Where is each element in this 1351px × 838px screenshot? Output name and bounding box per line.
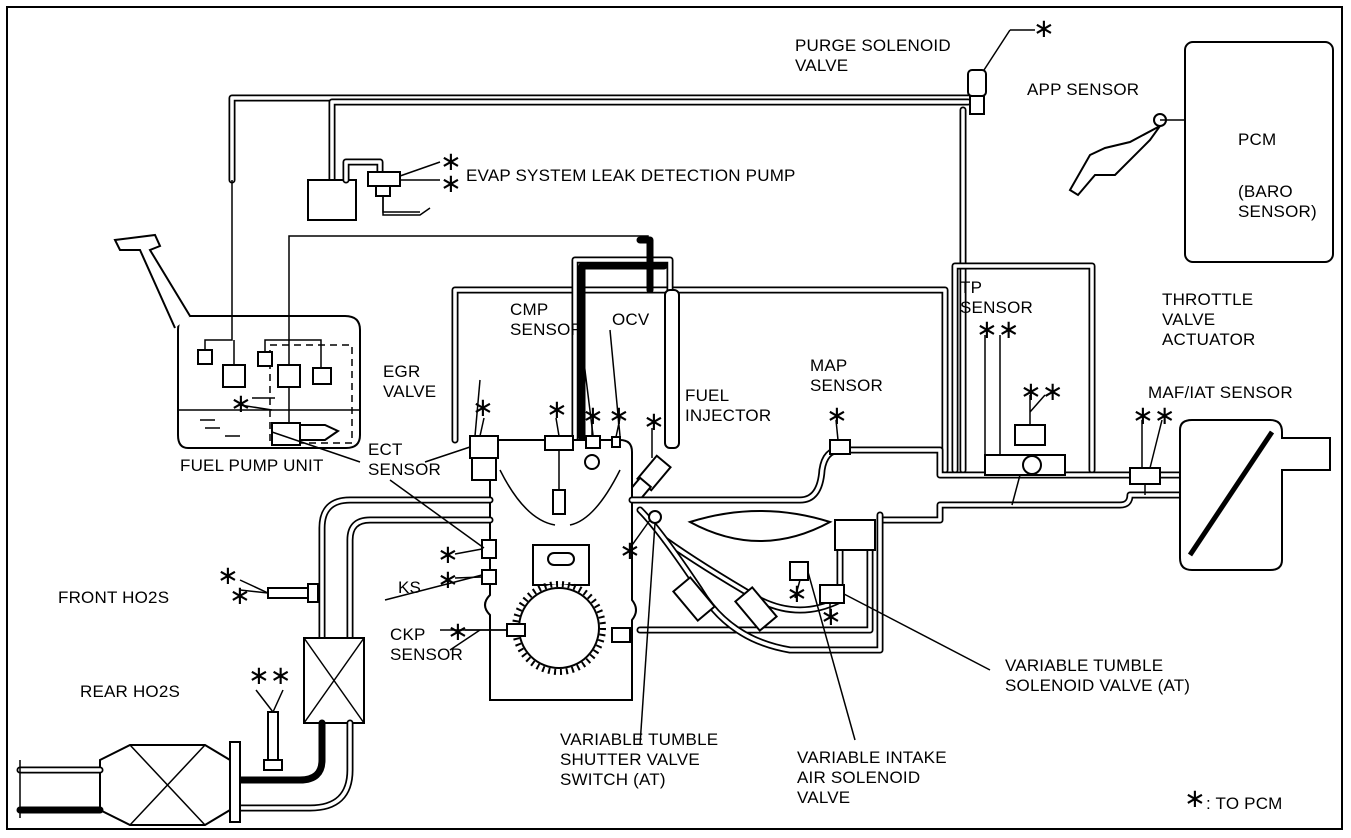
- evap-leak-detection-pump: [367, 171, 401, 187]
- to-pcm-marker-ckp: ∗: [447, 616, 469, 646]
- cmp-sensor-label: CMP SENSOR: [510, 300, 583, 339]
- to-pcm-marker-ocv-2: ∗: [608, 400, 630, 430]
- purge-line: [228, 94, 974, 474]
- fuel-injector-rail: [664, 289, 680, 449]
- charcoal-canister: [307, 179, 357, 221]
- purge-solenoid-valve-label: PURGE SOLENOID VALVE: [795, 36, 951, 75]
- pcm-box: [1184, 41, 1334, 263]
- throttle-valve-actuator-label: THROTTLE VALVE ACTUATOR: [1162, 290, 1256, 349]
- to-pcm-marker-rear-ho2s: ∗∗: [248, 660, 292, 690]
- to-pcm-marker-throttle: ∗∗: [1020, 376, 1064, 406]
- to-pcm-marker-front-ho2s-1: ∗: [217, 560, 239, 590]
- front-ho2s: [267, 587, 309, 599]
- legend-text: : TO PCM: [1206, 794, 1283, 813]
- rear-ho2s: [267, 711, 279, 761]
- knock-sensor: [481, 569, 497, 585]
- baro-sensor-label: (BARO SENSOR): [1238, 182, 1317, 221]
- map-sensor-label: MAP SENSOR: [810, 356, 883, 395]
- pcm-label: PCM: [1238, 130, 1277, 149]
- ect-sensor-label: ECT SENSOR: [368, 440, 441, 479]
- to-pcm-marker-ocv-1: ∗: [582, 400, 604, 430]
- egr-valve: [469, 435, 499, 459]
- variable-tumble-solenoid-valve-label: VARIABLE TUMBLE SOLENOID VALVE (AT): [1005, 656, 1191, 695]
- to-pcm-marker-ks: ∗: [437, 564, 459, 594]
- front-ho2s-label: FRONT HO2S: [58, 588, 170, 607]
- rear-ho2s-label: REAR HO2S: [80, 682, 181, 701]
- purge-solenoid-valve: [967, 69, 987, 97]
- throttle-actuator: [1014, 424, 1046, 446]
- to-pcm-marker-evap-2: ∗: [440, 168, 462, 198]
- app-sensor-label: APP SENSOR: [1027, 80, 1140, 99]
- ks-label: KS: [398, 578, 422, 597]
- to-pcm-marker-tp: ∗∗: [976, 314, 1020, 344]
- map-sensor: [829, 439, 851, 455]
- legend: ∗: TO PCM: [1184, 785, 1283, 813]
- ocv-label: OCV: [612, 310, 650, 329]
- to-pcm-marker-front-ho2s-2: ∗: [229, 580, 251, 610]
- catalytic-converter: [99, 744, 231, 826]
- vt-actuator-1: [671, 575, 717, 623]
- to-pcm-marker-cmp: ∗: [546, 394, 568, 424]
- diagram-frame: [6, 6, 1343, 830]
- to-pcm-marker-vt-shutter: ∗: [619, 535, 641, 565]
- ect-sensor: [481, 539, 497, 559]
- vt-shutter-switch: [648, 510, 662, 524]
- to-pcm-marker-ect: ∗: [437, 539, 459, 569]
- leader-lines: [239, 329, 1163, 746]
- fuel-injector-label: FUEL INJECTOR: [685, 386, 772, 425]
- to-pcm-marker-map: ∗: [826, 400, 848, 430]
- ckp-sensor: [506, 623, 526, 637]
- variable-intake-air-solenoid-valve-label: VARIABLE INTAKE AIR SOLENOID VALVE: [797, 748, 947, 807]
- fuel-pump-unit-label: FUEL PUMP UNIT: [180, 456, 324, 475]
- legend-symbol: ∗: [1184, 783, 1206, 813]
- tp-sensor-label: TP SENSOR: [960, 278, 1033, 317]
- vi-solenoid: [789, 561, 809, 581]
- maf-iat-sensor-label: MAF/IAT SENSOR: [1148, 383, 1293, 402]
- egr-valve-label: EGR VALVE: [383, 362, 437, 401]
- maf-iat-sensor: [1129, 467, 1161, 485]
- ckp-sensor-label: CKP SENSOR: [390, 625, 463, 664]
- to-pcm-marker-purge: ∗: [1033, 13, 1055, 43]
- to-pcm-marker-evap-1: ∗: [440, 146, 462, 176]
- to-pcm-marker-injector: ∗: [643, 406, 665, 436]
- to-pcm-marker-fuel-pump: ∗: [230, 388, 252, 418]
- to-pcm-marker-maf: ∗∗: [1132, 400, 1176, 430]
- to-pcm-marker-vt-solenoid: ∗: [820, 601, 842, 631]
- evap-leak-detection-pump-label: EVAP SYSTEM LEAK DETECTION PUMP: [466, 166, 796, 185]
- vt-actuator-2: [733, 585, 779, 633]
- variable-tumble-shutter-valve-switch-label: VARIABLE TUMBLE SHUTTER VALVE SWITCH (AT…: [560, 730, 719, 789]
- to-pcm-marker-vi-solenoid: ∗: [786, 578, 808, 608]
- air-cleaner: [1179, 419, 1331, 571]
- to-pcm-marker-egr: ∗: [472, 392, 494, 422]
